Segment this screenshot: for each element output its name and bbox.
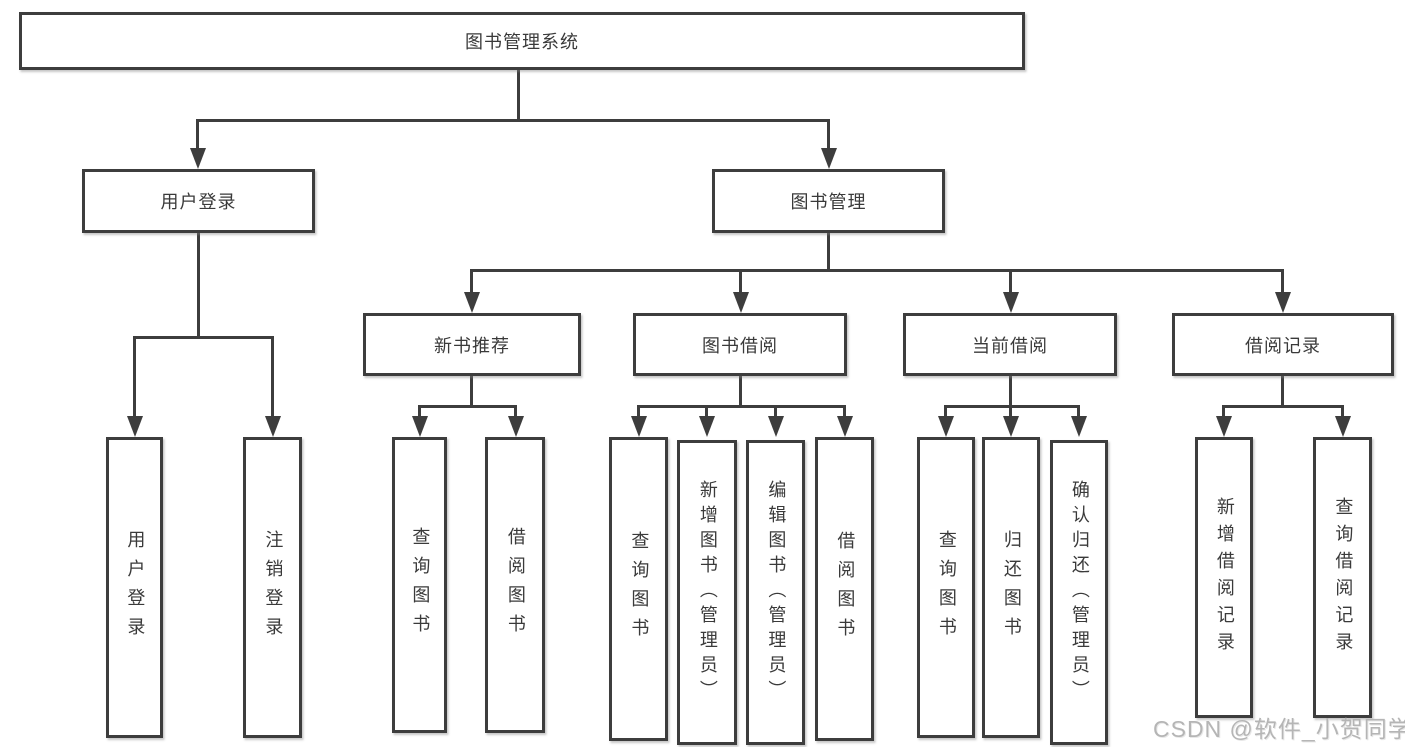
leaf-current-return-label: 归还图书: [1001, 529, 1022, 646]
connector-to-current-return: [1009, 405, 1012, 418]
arrow-down-icon: [1003, 416, 1019, 437]
connector-to-user-login: [196, 119, 199, 150]
node-user-login-label: 用户登录: [160, 192, 237, 212]
connector-level3-rail: [470, 269, 1283, 272]
node-borrow-records: 借阅记录: [1172, 313, 1394, 376]
leaf-logout-label: 注销登录: [263, 529, 284, 646]
arrow-down-icon: [768, 416, 784, 437]
node-book-management-label: 图书管理: [790, 192, 867, 212]
node-new-book-recommend: 新书推荐: [363, 313, 581, 376]
arrow-down-icon: [1275, 292, 1291, 313]
arrow-down-icon: [1071, 416, 1087, 437]
leaf-record-query-label: 查询借阅记录: [1333, 496, 1354, 659]
connector-user-login-rail: [133, 336, 273, 339]
leaf-record-query: 查询借阅记录: [1313, 437, 1372, 718]
leaf-borrow-edit-admin-label: 编辑图书（管理员）: [766, 480, 787, 705]
connector-to-book-borrow: [739, 269, 742, 294]
connector-to-borrow-add: [705, 405, 708, 418]
connector-to-record-add: [1222, 405, 1225, 418]
connector-newbook-stem: [470, 376, 473, 407]
leaf-record-add: 新增借阅记录: [1195, 437, 1253, 718]
connector-newbook-rail: [418, 405, 517, 408]
arrow-down-icon: [1003, 292, 1019, 313]
connector-to-newbook-borrow: [514, 405, 517, 418]
node-new-book-recommend-label: 新书推荐: [434, 335, 510, 356]
leaf-user-login-label: 用户登录: [125, 529, 146, 646]
leaf-newbook-query-label: 查询图书: [410, 527, 431, 643]
leaf-current-return: 归还图书: [982, 437, 1040, 738]
node-book-borrow: 图书借阅: [633, 313, 847, 376]
connector-currentborrow-stem: [1009, 376, 1012, 407]
leaf-current-confirm-admin: 确认归还（管理员）: [1050, 440, 1108, 745]
leaf-newbook-query: 查询图书: [392, 437, 447, 733]
node-root-label: 图书管理系统: [465, 32, 579, 52]
connector-bookborrow-rail: [637, 405, 845, 408]
connector-to-new-book: [470, 269, 473, 294]
connector-book-management-stem: [827, 233, 830, 271]
leaf-current-query: 查询图书: [917, 437, 975, 738]
node-current-borrow: 当前借阅: [903, 313, 1117, 376]
connector-currentborrow-rail: [944, 405, 1080, 408]
arrow-down-icon: [1335, 416, 1351, 437]
node-book-management: 图书管理: [712, 169, 945, 233]
leaf-borrow-book: 借阅图书: [815, 437, 874, 741]
connector-records-rail: [1222, 405, 1343, 408]
connector-user-login-stem: [197, 233, 200, 336]
leaf-borrow-add-admin: 新增图书（管理员）: [677, 440, 737, 745]
arrow-down-icon: [412, 416, 428, 437]
arrow-down-icon: [127, 416, 143, 437]
leaf-record-add-label: 新增借阅记录: [1214, 496, 1235, 659]
connector-to-leaf-user-login: [133, 336, 136, 417]
arrow-down-icon: [631, 416, 647, 437]
leaf-borrow-add-admin-label: 新增图书（管理员）: [697, 480, 718, 705]
node-book-borrow-label: 图书借阅: [702, 335, 778, 356]
connector-to-borrow-records: [1281, 269, 1284, 294]
connector-to-record-query: [1341, 405, 1344, 418]
connector-to-borrow-book: [843, 405, 846, 418]
connector-to-book-management: [827, 119, 830, 150]
connector-to-borrow-query: [637, 405, 640, 418]
csdn-watermark: CSDN @软件_小贺同学: [1153, 716, 1405, 742]
arrow-down-icon: [733, 292, 749, 313]
leaf-user-login: 用户登录: [106, 437, 163, 738]
node-borrow-records-label: 借阅记录: [1245, 335, 1321, 356]
arrow-down-icon: [837, 416, 853, 437]
leaf-current-confirm-admin-label: 确认归还（管理员）: [1069, 480, 1090, 705]
leaf-newbook-borrow: 借阅图书: [485, 437, 545, 733]
connector-to-leaf-logout: [271, 336, 274, 417]
connector-level1-rail: [196, 119, 830, 122]
arrow-down-icon: [938, 416, 954, 437]
connector-to-current-query: [944, 405, 947, 418]
leaf-borrow-book-label: 借阅图书: [835, 531, 856, 647]
node-user-login: 用户登录: [82, 169, 315, 233]
arrow-down-icon: [699, 416, 715, 437]
arrow-down-icon: [265, 416, 281, 437]
arrow-down-icon: [190, 148, 206, 169]
arrow-down-icon: [1216, 416, 1232, 437]
arrow-down-icon: [508, 416, 524, 437]
connector-to-newbook-query: [418, 405, 421, 418]
connector-to-borrow-edit: [774, 405, 777, 418]
connector-root-stem: [517, 70, 520, 119]
leaf-borrow-edit-admin: 编辑图书（管理员）: [746, 440, 805, 745]
connector-to-current-confirm: [1077, 405, 1080, 418]
connector-to-current-borrow: [1009, 269, 1012, 294]
arrow-down-icon: [464, 292, 480, 313]
arrow-down-icon: [821, 148, 837, 169]
leaf-logout: 注销登录: [243, 437, 302, 738]
connector-bookborrow-stem: [739, 376, 742, 407]
node-root: 图书管理系统: [19, 12, 1025, 70]
leaf-borrow-query: 查询图书: [609, 437, 668, 741]
leaf-newbook-borrow-label: 借阅图书: [505, 527, 526, 643]
leaf-borrow-query-label: 查询图书: [629, 531, 650, 647]
leaf-current-query-label: 查询图书: [936, 529, 957, 646]
connector-records-stem: [1281, 376, 1284, 407]
node-current-borrow-label: 当前借阅: [972, 335, 1048, 356]
